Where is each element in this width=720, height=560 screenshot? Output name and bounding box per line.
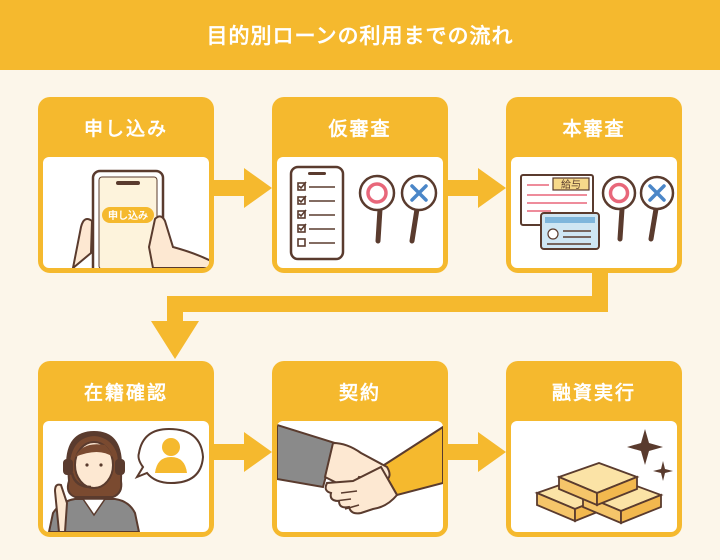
step-illustration: 給与: [511, 157, 677, 268]
cross-sign-icon: [639, 175, 675, 242]
person-speech-bubble-icon: [134, 427, 205, 485]
smartphone-application-icon: 申し込み: [71, 169, 209, 268]
circle-sign-icon: [601, 175, 637, 242]
arrow-down-connector-icon: [151, 273, 608, 359]
operator-call-icon: [47, 427, 205, 532]
step-card-contract: 契約: [272, 361, 448, 537]
arrow-right-icon: [448, 432, 506, 472]
cross-sign-icon: [400, 174, 438, 244]
arrow-right-icon: [214, 432, 272, 472]
step-illustration: 申し込み: [43, 157, 209, 268]
page-title: 目的別ローンの利用までの流れ: [206, 24, 514, 48]
step-card-preliminary-review: 仮審査: [272, 97, 448, 273]
circle-sign-icon: [358, 174, 396, 244]
step-title: 在籍確認: [83, 381, 168, 404]
documents-id-card-icon: 給与: [520, 174, 675, 250]
handshake-icon: [277, 423, 443, 515]
application-screen-button: 申し込み: [108, 209, 148, 222]
arrow-right-icon: [214, 168, 272, 208]
arrow-right-icon: [448, 168, 506, 208]
step-illustration: [43, 421, 209, 532]
step-illustration: [277, 157, 443, 268]
step-title: 融資実行: [551, 381, 636, 404]
step-card-application: 申し込み 申し込み: [38, 97, 214, 273]
step-illustration: [511, 421, 677, 532]
step-title: 本審査: [562, 117, 626, 140]
money-bundles-icon: [534, 429, 673, 525]
salary-document-label: 給与: [561, 178, 581, 191]
page-header: 目的別ローンの利用までの流れ: [0, 0, 720, 70]
step-card-employment-check: 在籍確認: [38, 361, 214, 537]
step-illustration: [277, 421, 443, 532]
sparkle-icon: [627, 429, 673, 481]
step-card-main-review: 本審査 給与: [506, 97, 682, 273]
step-title: 申し込み: [83, 117, 168, 140]
step-title: 仮審査: [328, 117, 392, 140]
step-title: 契約: [338, 381, 381, 404]
step-card-loan-disbursement: 融資実行: [506, 361, 682, 537]
checklist-phone-icon: [289, 165, 438, 261]
